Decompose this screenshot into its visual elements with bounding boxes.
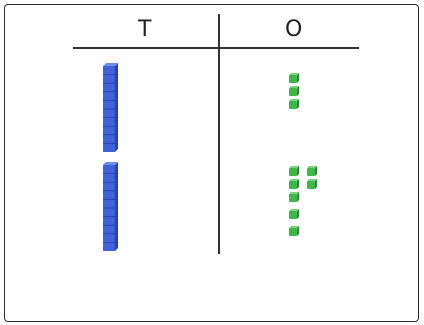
tens-column-header: T [138,17,152,42]
unit-cube [289,175,299,189]
ten-rod [103,162,118,254]
unit-cube [289,188,299,202]
unit-cube [289,95,299,109]
unit-cube [307,162,317,176]
ten-rod [103,63,118,155]
column-divider-line [218,14,220,254]
unit-cube [289,69,299,83]
ones-column-header: O [285,17,303,42]
unit-cube [307,175,317,189]
unit-cube [289,205,299,219]
unit-cube [289,82,299,96]
unit-cube [289,162,299,176]
unit-cube [289,222,299,236]
place-value-chart [4,4,419,322]
header-divider-line [73,47,359,49]
